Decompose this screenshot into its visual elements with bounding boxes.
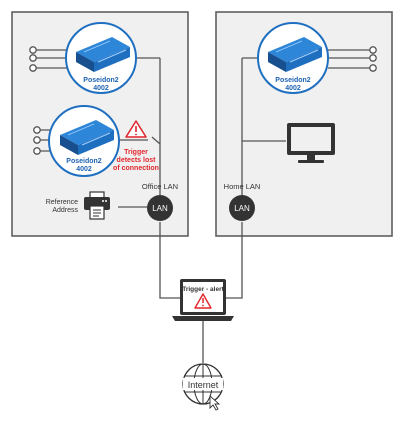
home-device: Poseidon2 4002 <box>257 22 329 94</box>
printer-icon <box>84 191 110 220</box>
home-lan-node: LAN <box>229 195 255 221</box>
home-wiring <box>226 49 370 299</box>
lan-label: LAN <box>234 204 250 213</box>
device-model: 4002 <box>76 166 92 173</box>
lan-node-icon <box>147 195 173 221</box>
trigger-text-line2: detects lost <box>117 157 157 164</box>
monitor-icon <box>287 123 335 163</box>
lan-label: LAN <box>152 204 168 213</box>
lan-node-icon <box>229 195 255 221</box>
office-port-circles <box>29 46 41 155</box>
device-name: Poseidon2 <box>66 158 102 165</box>
trigger-text-line1: Trigger <box>124 149 148 156</box>
printer-label-line2: Address <box>52 207 78 214</box>
trigger-text-line3: of connection <box>113 165 159 172</box>
globe-icon <box>182 363 224 411</box>
internet-label: Internet <box>188 380 219 390</box>
office-lan-label: Office LAN <box>142 182 178 191</box>
laptop-label: Trigger - alert <box>182 286 224 293</box>
device-icon <box>60 120 114 155</box>
warning-icon <box>194 293 212 309</box>
device-model: 4002 <box>285 85 301 92</box>
device-icon <box>76 37 130 72</box>
office-device-bottom: Poseidon2 4002 <box>48 105 120 177</box>
device-icon <box>268 37 322 72</box>
home-lan-label: Home LAN <box>224 182 261 191</box>
home-port-circles <box>369 46 377 72</box>
office-lan-node: LAN <box>147 195 173 221</box>
office-device-top: Poseidon2 4002 <box>65 22 137 94</box>
warning-icon <box>125 120 147 138</box>
device-name: Poseidon2 <box>275 77 311 84</box>
device-name: Poseidon2 <box>83 77 119 84</box>
printer-label-line1: Reference <box>46 199 78 206</box>
device-model: 4002 <box>93 85 109 92</box>
